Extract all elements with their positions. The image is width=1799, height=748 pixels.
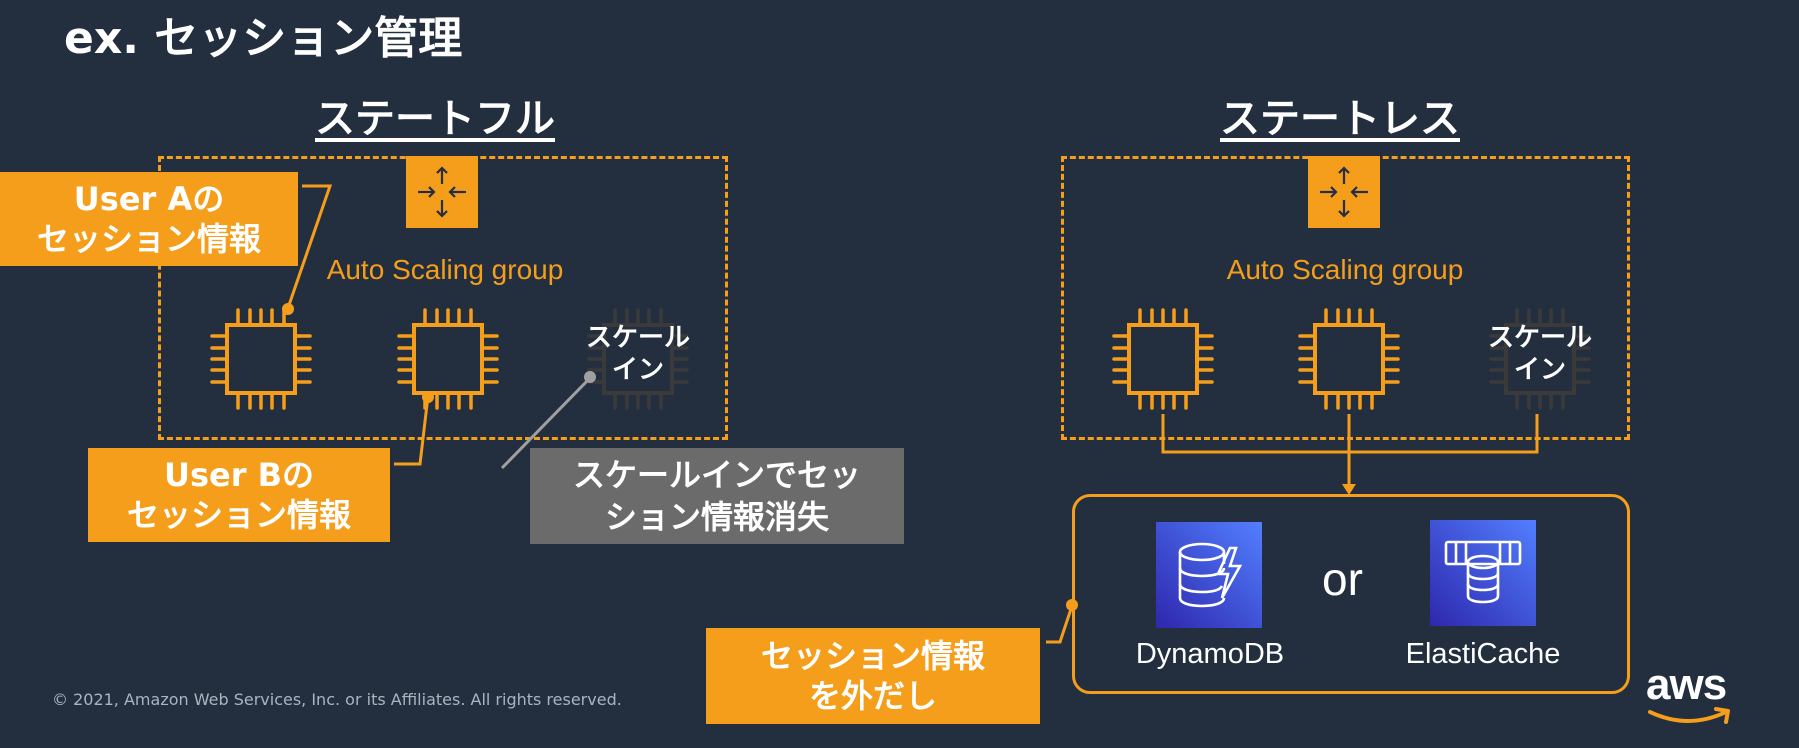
scale-in-line: イン [611,355,664,385]
callout-session-lost: スケールインでセッ ション情報消失 [530,448,904,544]
aws-smile-icon [1648,707,1730,724]
ec2-instance-icon [206,304,316,414]
external-pointer-line [1046,605,1074,644]
callout-line: User Bの [163,456,315,494]
scale-in-line: イン [1513,355,1566,385]
dynamodb-label: DynamoDB [1135,638,1285,670]
stateful-asg-label: Auto Scaling group [326,254,564,285]
page-title: ex. セッション管理 [64,13,463,64]
external-pointer-dot [1066,599,1078,611]
arrow-head [1342,484,1356,495]
callout-line: を外だし [808,677,937,715]
elasticache-icon [1430,520,1536,626]
elasticache-label: ElastiCache [1405,638,1561,670]
callout-line: ション情報消失 [604,498,829,536]
dynamodb-icon [1156,522,1262,628]
callout-line: セッション情報 [36,220,261,258]
user-b-pointer-line [394,395,430,466]
callout-line: User Aの [73,180,225,218]
callout-line: セッション情報 [760,637,985,675]
stateless-heading: ステートレス [1220,96,1460,142]
aws-logo: aws [1644,660,1744,740]
auto-scaling-icon [1308,156,1380,228]
ec2-instance-icon [393,304,503,414]
ec2-instance-inactive-icon [1485,304,1595,414]
user-a-pointer-dot [282,303,294,315]
ec2-instance-inactive-icon [583,304,693,414]
scale-in-pointer-line [500,376,592,470]
ec2-instance-icon [1294,304,1404,414]
stateless-asg-label: Auto Scaling group [1226,254,1464,285]
scale-in-line: スケール [1487,323,1592,353]
callout-line: スケールインでセッ [572,456,861,494]
scale-in-label: スケール イン [568,322,708,386]
copyright-text: © 2021, Amazon Web Services, Inc. or its… [52,690,622,709]
aws-logo-text: aws [1646,660,1727,709]
callout-external-session: セッション情報 を外だし [706,628,1040,724]
stateful-heading: ステートフル [315,96,555,142]
session-store-box [1072,494,1630,694]
user-b-pointer-dot [422,391,434,403]
scale-in-label: スケール イン [1470,322,1610,386]
callout-user-b: User Bの セッション情報 [88,448,390,542]
scale-in-pointer-dot [584,371,596,383]
ec2-instance-icon [1108,304,1218,414]
callout-user-a: User Aの セッション情報 [0,172,298,266]
auto-scaling-icon [406,156,478,228]
callout-line: セッション情報 [126,496,351,534]
or-text: or [1322,553,1363,605]
scale-in-line: スケール [585,323,690,353]
user-a-pointer-line [286,184,333,309]
